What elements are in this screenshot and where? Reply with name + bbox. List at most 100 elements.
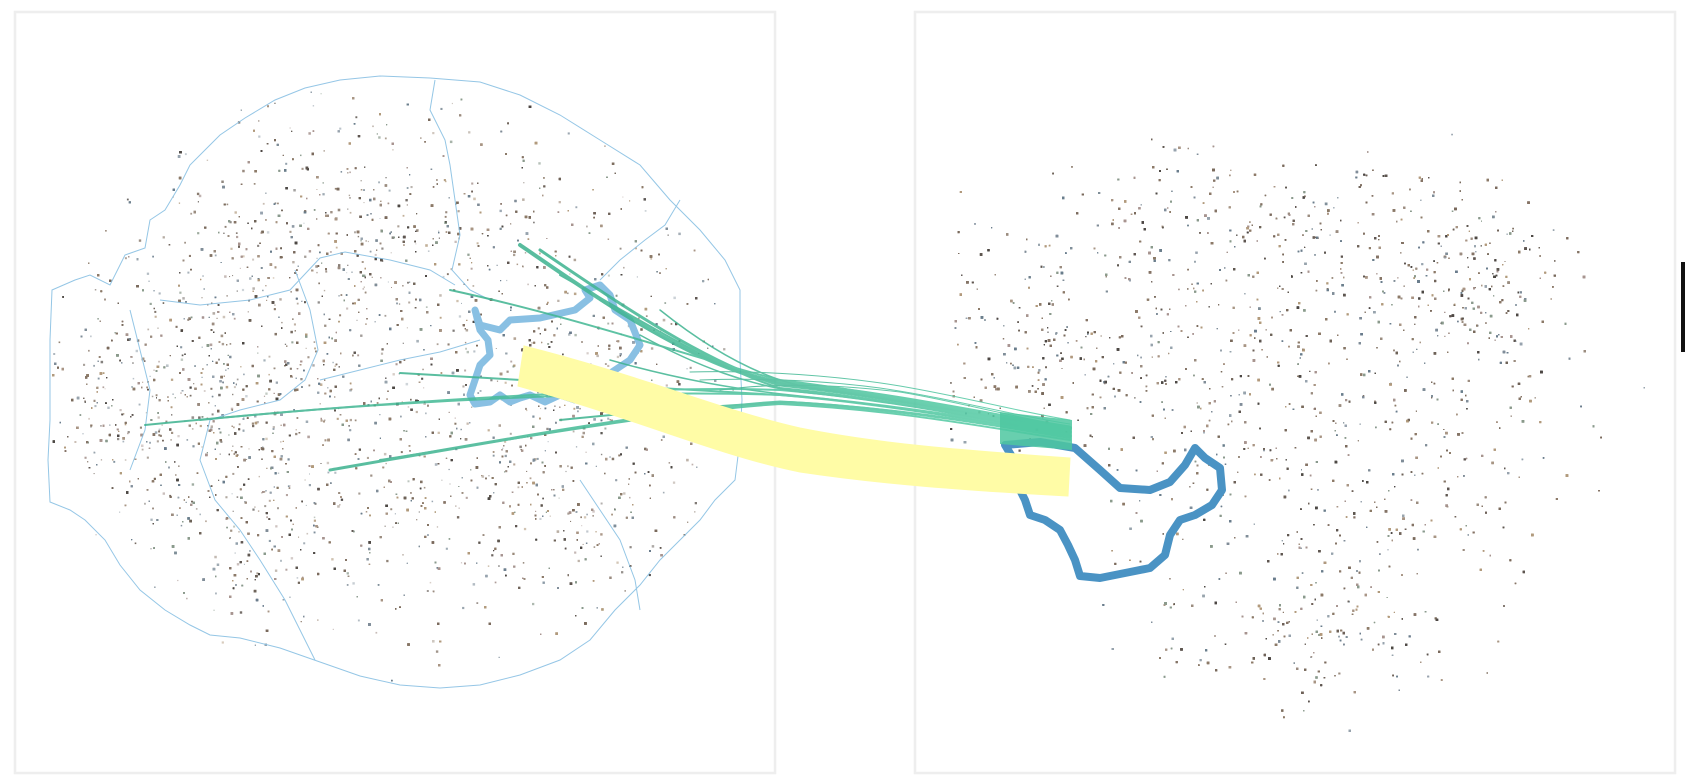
point bbox=[158, 292, 161, 295]
point bbox=[291, 130, 293, 132]
point bbox=[509, 432, 512, 435]
point bbox=[568, 333, 571, 336]
point bbox=[297, 581, 300, 584]
point bbox=[461, 302, 462, 304]
point bbox=[237, 466, 239, 468]
point bbox=[158, 360, 160, 363]
point bbox=[347, 438, 350, 442]
point bbox=[479, 390, 482, 392]
point bbox=[303, 542, 306, 545]
point bbox=[162, 439, 164, 442]
point bbox=[476, 602, 479, 604]
point bbox=[323, 420, 325, 423]
point bbox=[645, 315, 648, 317]
point bbox=[424, 497, 427, 499]
point bbox=[146, 456, 149, 459]
point bbox=[131, 356, 133, 358]
point bbox=[542, 194, 544, 197]
point bbox=[146, 272, 150, 275]
point bbox=[392, 373, 395, 376]
point bbox=[234, 552, 236, 554]
point bbox=[62, 296, 64, 298]
point bbox=[460, 98, 463, 101]
point bbox=[607, 417, 610, 420]
point bbox=[435, 650, 439, 653]
point bbox=[304, 255, 307, 258]
point bbox=[202, 275, 204, 277]
point bbox=[618, 454, 621, 457]
point bbox=[513, 565, 516, 568]
point bbox=[83, 363, 86, 366]
point bbox=[201, 346, 203, 348]
point bbox=[119, 409, 122, 412]
point bbox=[438, 231, 440, 234]
point bbox=[607, 238, 610, 240]
point bbox=[150, 548, 152, 550]
point bbox=[427, 534, 429, 536]
point bbox=[233, 386, 236, 389]
point bbox=[565, 470, 567, 473]
point bbox=[297, 265, 299, 267]
point bbox=[723, 348, 726, 351]
point bbox=[618, 454, 621, 457]
point bbox=[338, 366, 340, 368]
point bbox=[170, 406, 173, 409]
point bbox=[467, 195, 471, 198]
point bbox=[157, 416, 160, 419]
point bbox=[368, 541, 371, 544]
point bbox=[308, 484, 311, 487]
point bbox=[415, 229, 419, 232]
point bbox=[513, 337, 517, 340]
point bbox=[397, 225, 400, 228]
point bbox=[473, 350, 476, 353]
point bbox=[644, 447, 647, 451]
point bbox=[191, 416, 195, 419]
point bbox=[291, 130, 293, 132]
point bbox=[347, 208, 349, 210]
point bbox=[180, 329, 183, 332]
point bbox=[425, 306, 428, 308]
point bbox=[643, 198, 646, 201]
point bbox=[592, 515, 594, 517]
point bbox=[322, 193, 325, 196]
point bbox=[496, 380, 499, 382]
point bbox=[354, 419, 357, 422]
point bbox=[118, 430, 120, 432]
point bbox=[170, 406, 173, 409]
point bbox=[632, 462, 635, 465]
point bbox=[368, 541, 371, 544]
point bbox=[236, 496, 239, 498]
point bbox=[583, 516, 587, 519]
point bbox=[316, 189, 318, 190]
point bbox=[118, 430, 120, 432]
point bbox=[689, 366, 692, 369]
point bbox=[540, 504, 543, 507]
point bbox=[139, 426, 142, 429]
point bbox=[192, 445, 195, 448]
point bbox=[446, 273, 449, 276]
point bbox=[438, 231, 440, 234]
point bbox=[572, 430, 575, 433]
point bbox=[84, 456, 87, 459]
point bbox=[273, 392, 275, 394]
point bbox=[226, 295, 228, 297]
point bbox=[409, 193, 412, 195]
point bbox=[540, 504, 543, 507]
point bbox=[547, 343, 550, 345]
point bbox=[394, 513, 396, 515]
point bbox=[569, 273, 571, 275]
point bbox=[400, 415, 402, 418]
point bbox=[365, 323, 367, 325]
point bbox=[392, 149, 394, 151]
point bbox=[605, 457, 608, 461]
point bbox=[315, 265, 318, 268]
point bbox=[462, 385, 465, 388]
point bbox=[208, 429, 211, 432]
point bbox=[184, 153, 187, 156]
point bbox=[218, 341, 221, 343]
point bbox=[339, 127, 342, 130]
point bbox=[229, 355, 232, 359]
point bbox=[180, 524, 183, 527]
point bbox=[158, 434, 161, 437]
point bbox=[273, 392, 275, 394]
